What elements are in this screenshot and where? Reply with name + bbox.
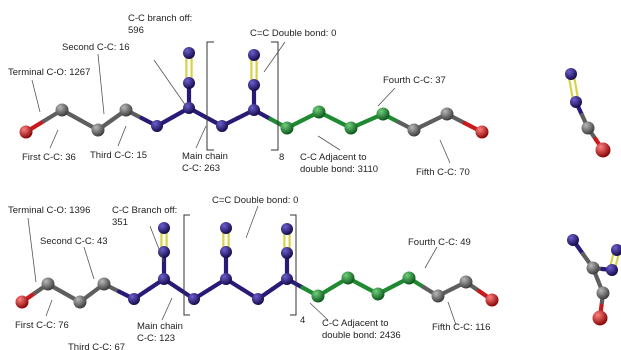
label-third-cc-top: Third C-C: 15 <box>90 150 147 161</box>
carbon-atom <box>41 277 55 291</box>
repeat-bracket-left-bottom <box>183 214 190 316</box>
label-fourth-cc-top: Fourth C-C: 37 <box>383 75 446 86</box>
molecule-fragments-right <box>565 68 621 326</box>
backbone-atom <box>128 293 140 305</box>
label-second-cc-bottom: Second C-C: 43 <box>40 236 108 247</box>
backbone-atom <box>183 102 195 114</box>
green-atom <box>371 287 385 301</box>
label-repeat-top: 8 <box>279 152 284 163</box>
label-double-bond-bottom: C=C Double bond: 0 <box>212 195 298 206</box>
backbone-atom <box>220 246 232 258</box>
carbon-atom <box>431 289 445 303</box>
backbone-atom <box>570 96 582 108</box>
label-adjacent-bottom-line2: double bond: 2436 <box>322 330 401 341</box>
green-atom <box>341 271 355 285</box>
backbone-atom <box>220 222 232 234</box>
label-fourth-cc-bottom: Fourth C-C: 49 <box>408 237 471 248</box>
bonds-right <box>567 72 621 321</box>
backbone-atom <box>248 49 260 61</box>
label-adjacent-top-line2: double bond: 3110 <box>300 164 378 175</box>
label-third-cc-bottom: Third C-C: 67 <box>68 342 125 350</box>
label-first-cc-top: First C-C: 36 <box>22 152 76 163</box>
carbon-atom <box>596 286 610 300</box>
carbon-atom <box>459 275 473 289</box>
green-atom <box>376 107 390 121</box>
label-adjacent-bottom-line1: C-C Adjacent to <box>322 318 389 329</box>
label-repeat-bottom: 4 <box>300 315 305 326</box>
label-second-cc-top: Second C-C: 16 <box>62 42 130 53</box>
backbone-atom <box>252 293 264 305</box>
carbon-atom <box>73 295 87 309</box>
backbone-atom <box>281 273 293 285</box>
carbon-atom <box>586 261 600 275</box>
backbone-atom <box>281 223 293 235</box>
backbone-atom <box>151 120 163 132</box>
green-atom <box>344 121 358 135</box>
label-first-cc-bottom: First C-C: 76 <box>15 320 69 331</box>
carbon-atom <box>440 107 454 121</box>
repeat-bracket-right-bottom <box>290 214 297 316</box>
backbone-atom <box>216 120 228 132</box>
backbone-atom <box>183 77 195 89</box>
backbone-atom <box>158 222 170 234</box>
oxygen-atom <box>592 310 608 326</box>
label-branch-off-bottom-line2: 351 <box>112 217 128 228</box>
label-terminal-co-bottom: Terminal C-O: 1396 <box>8 205 90 216</box>
label-main-chain-bottom-line2: C-C: 123 <box>137 333 175 344</box>
backbone-atom <box>220 273 232 285</box>
oxygen-atom <box>475 125 489 139</box>
molecule-top <box>19 47 489 139</box>
carbon-atom <box>407 123 421 137</box>
oxygen-atom <box>15 295 29 309</box>
label-main-chain-bottom-line1: Main chain <box>137 321 183 332</box>
carbon-atom <box>91 123 105 137</box>
label-branch-off-top-line1: C-C branch off: <box>128 13 192 24</box>
backbone-atom <box>188 293 200 305</box>
green-atom <box>280 121 294 135</box>
backbone-atom <box>248 104 260 116</box>
leader-lines-top <box>31 41 451 164</box>
label-branch-off-bottom-line1: C-C Branch off: <box>112 205 177 216</box>
carbon-atom <box>581 121 595 135</box>
green-atom <box>312 105 326 119</box>
oxygen-atom <box>485 293 499 307</box>
leader-lines-bottom <box>27 205 457 326</box>
backbone-atom <box>183 47 195 59</box>
backbone-atom <box>606 264 618 276</box>
molecule-bottom <box>15 222 499 309</box>
backbone-atom <box>248 79 260 91</box>
label-main-chain-top-line1: Main chain <box>182 151 228 162</box>
green-atom <box>311 289 325 303</box>
label-main-chain-top-line2: C-C: 263 <box>182 163 220 174</box>
carbon-atom <box>97 277 111 291</box>
carbon-atom <box>55 103 69 117</box>
label-adjacent-top-line1: C-C Adjacent to <box>300 152 367 163</box>
backbone-atom <box>158 273 170 285</box>
atoms-bottom <box>15 222 499 309</box>
green-atom <box>402 271 416 285</box>
backbone-atom <box>567 234 579 246</box>
label-terminal-co-top: Terminal C-O: 1267 <box>8 67 90 78</box>
label-fifth-cc-bottom: Fifth C-C: 116 <box>432 322 490 333</box>
atoms-top <box>19 47 489 139</box>
bonds-top <box>23 51 485 135</box>
backbone-atom <box>281 247 293 259</box>
repeat-bracket-right-top <box>271 41 279 151</box>
backbone-atom <box>611 244 621 256</box>
label-double-bond-top: C=C Double bond: 0 <box>250 28 336 39</box>
carbon-atom <box>119 103 133 117</box>
repeat-bracket-left-top <box>206 41 214 151</box>
oxygen-atom <box>19 125 33 139</box>
oxygen-atom <box>595 142 611 158</box>
atoms-right <box>565 68 621 326</box>
label-branch-off-top-line2: 596 <box>128 25 144 36</box>
label-fifth-cc-top: Fifth C-C: 70 <box>416 167 470 178</box>
backbone-atom <box>565 68 577 80</box>
